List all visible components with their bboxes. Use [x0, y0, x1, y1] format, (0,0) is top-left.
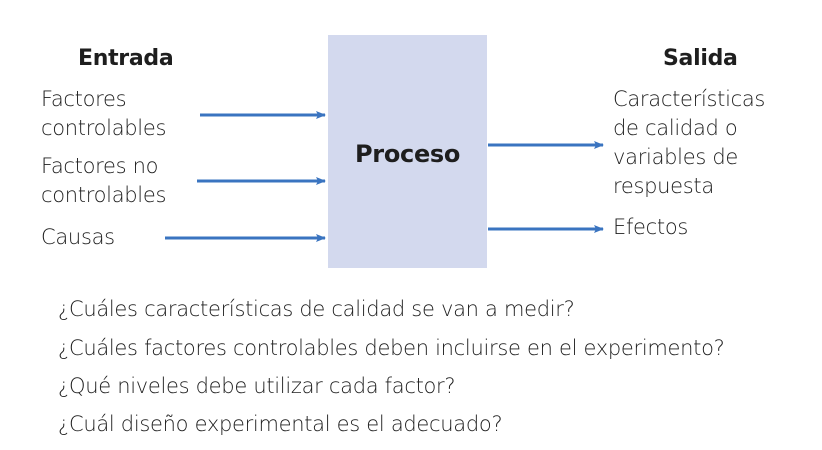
input-label: Factores no — [41, 154, 159, 178]
question: ¿Qué niveles debe utilizar cada factor? — [58, 374, 456, 398]
output-label: Efectos — [613, 215, 689, 239]
output-label: Características — [613, 87, 766, 111]
input-label: controlables — [41, 116, 167, 140]
input-label: Causas — [41, 225, 115, 249]
question: ¿Cuál diseño experimental es el adecuado… — [58, 412, 503, 436]
question: ¿Cuáles características de calidad se va… — [58, 297, 575, 321]
output-label: de calidad o — [613, 116, 738, 140]
process-box — [328, 35, 487, 268]
output-title: Salida — [663, 46, 738, 71]
input-label: controlables — [41, 183, 167, 207]
question: ¿Cuáles factores controlables deben incl… — [58, 336, 725, 360]
output-label: respuesta — [613, 174, 714, 198]
input-title: Entrada — [78, 46, 174, 71]
output-label: variables de — [613, 145, 738, 169]
process-label: Proceso — [355, 140, 461, 168]
input-label: Factores — [41, 87, 127, 111]
